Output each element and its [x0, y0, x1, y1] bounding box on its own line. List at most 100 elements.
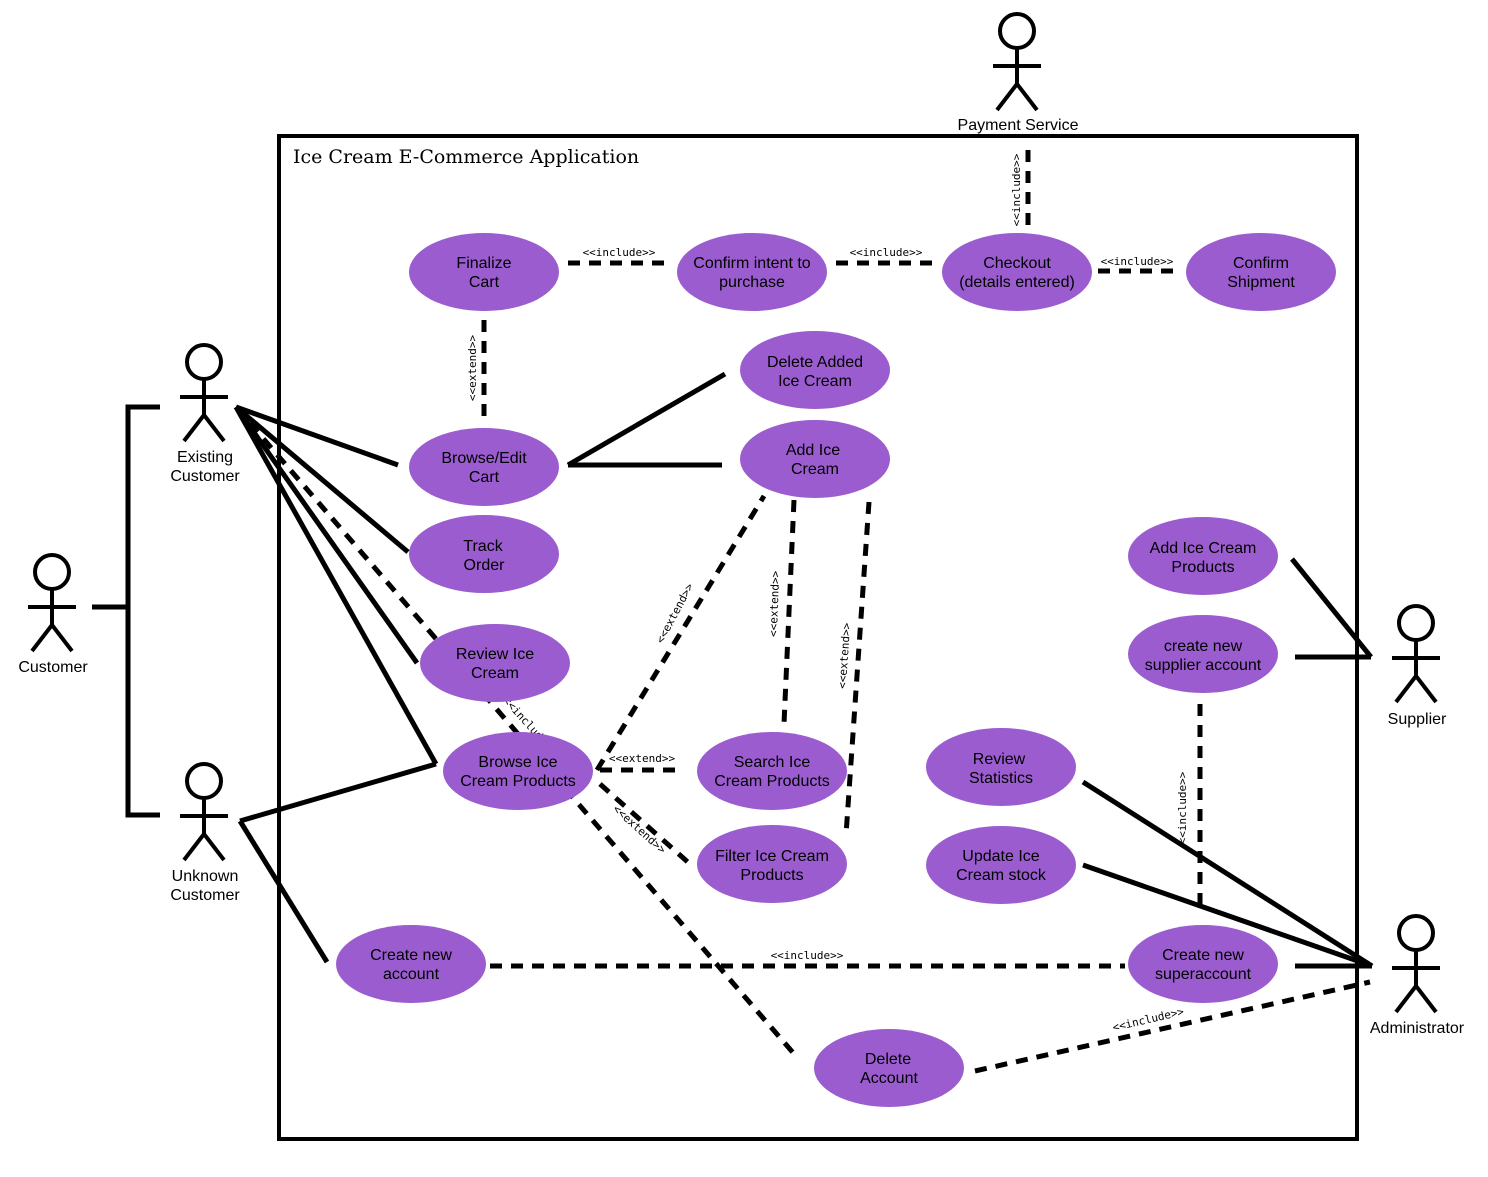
actor-label: Administrator [1370, 1020, 1465, 1037]
svg-text:superaccount: superaccount [1155, 966, 1252, 983]
svg-text:Add Ice Cream: Add Ice Cream [1150, 540, 1257, 557]
svg-text:Delete: Delete [865, 1051, 911, 1068]
unknown-to-browse-products [239, 761, 437, 824]
label-extend-cart-finalize: <<extend>> [466, 335, 479, 402]
svg-text:Products: Products [1171, 559, 1234, 576]
label-include-confirm-checkout: <<include>> [850, 246, 923, 259]
admin-to-update-stock [1082, 862, 1373, 969]
svg-text:Checkout: Checkout [983, 255, 1051, 272]
use-case-confirm-intent[interactable]: Confirm intent to purchase [677, 233, 827, 311]
label-extend-search-add: <<extend>> [767, 570, 782, 637]
actor-payment-service[interactable]: Payment Service [958, 12, 1079, 134]
svg-text:create new: create new [1164, 638, 1243, 655]
existing-to-browse-cart [235, 404, 399, 468]
use-case-finalize-cart[interactable]: Finalize Cart [409, 233, 559, 311]
use-case-add-ice-cream-products[interactable]: Add Ice Cream Products [1128, 517, 1278, 595]
use-case-add-ice-cream[interactable]: Add Ice Cream [740, 420, 890, 498]
svg-text:purchase: purchase [719, 274, 785, 291]
generalization-bracket [125, 404, 160, 818]
svg-text:Finalize: Finalize [456, 255, 511, 272]
use-case-review-statistics[interactable]: Review Statistics [926, 728, 1076, 806]
svg-text:Browse Ice: Browse Ice [478, 754, 557, 771]
svg-text:Account: Account [860, 1070, 918, 1087]
svg-text:Products: Products [740, 867, 803, 884]
actor-label: Existing [177, 449, 233, 466]
svg-text:Confirm: Confirm [1233, 255, 1289, 272]
svg-text:Order: Order [464, 557, 506, 574]
stick-figure-icon [180, 762, 228, 862]
actor-unknown-customer[interactable]: Unknown Customer [170, 762, 240, 904]
svg-text:(details entered): (details entered) [959, 274, 1075, 291]
svg-text:account: account [383, 966, 440, 983]
stick-figure-icon [993, 12, 1041, 112]
actor-label: Customer [170, 468, 240, 485]
svg-text:Add Ice: Add Ice [786, 442, 840, 459]
svg-text:Delete Added: Delete Added [767, 354, 863, 371]
use-case-search-ice-cream-products[interactable]: Search Ice Cream Products [697, 732, 847, 810]
actor-existing-customer[interactable]: Existing Customer [170, 343, 240, 485]
cart-to-delete-added [566, 371, 727, 468]
use-case-track-order[interactable]: Track Order [409, 515, 559, 593]
actor-customer[interactable]: Customer [18, 553, 88, 676]
use-case-update-ice-cream-stock[interactable]: Update Ice Cream stock [926, 826, 1076, 904]
svg-text:Update Ice: Update Ice [962, 848, 1039, 865]
actor-label: Customer [170, 887, 240, 904]
actor-label: Customer [18, 659, 88, 676]
actor-label: Unknown [172, 868, 239, 885]
supplier-to-add-products [1290, 557, 1373, 659]
filter-to-add-ice-cream [843, 501, 872, 836]
unknown-to-create-account [237, 819, 330, 964]
actor-supplier[interactable]: Supplier [1388, 604, 1447, 728]
actor-label: Supplier [1388, 711, 1447, 728]
svg-text:Create new: Create new [370, 947, 452, 964]
use-case-create-supplier-account[interactable]: create new supplier account [1128, 615, 1278, 693]
use-case-create-new-account[interactable]: Create new account [336, 925, 486, 1003]
stick-figure-icon [1392, 604, 1440, 704]
svg-text:Statistics: Statistics [969, 770, 1033, 787]
svg-text:Ice Cream: Ice Cream [778, 373, 852, 390]
system-title: Ice Cream E-Commerce Application [293, 146, 639, 168]
svg-text:Cart: Cart [469, 469, 500, 486]
browse-to-filter [598, 782, 692, 866]
delete-account-to-admin [974, 979, 1371, 1074]
svg-text:Cream: Cream [791, 461, 839, 478]
use-case-review-ice-cream[interactable]: Review Ice Cream [420, 624, 570, 702]
svg-text:supplier account: supplier account [1145, 657, 1262, 674]
label-extend-browse-filter: <<extend>> [610, 802, 668, 856]
svg-text:Cart: Cart [469, 274, 500, 291]
svg-text:Cream stock: Cream stock [956, 867, 1047, 884]
label-include-finalize-confirm: <<include>> [583, 246, 656, 259]
stick-figure-icon [180, 343, 228, 443]
use-case-browse-edit-cart[interactable]: Browse/Edit Cart [409, 428, 559, 506]
existing-to-review [233, 405, 420, 665]
connections [92, 150, 1374, 1074]
stick-figure-icon [1392, 914, 1440, 1014]
use-case-confirm-shipment[interactable]: Confirm Shipment [1186, 233, 1336, 311]
svg-text:Browse/Edit: Browse/Edit [441, 450, 527, 467]
use-case-browse-ice-cream-products[interactable]: Browse Ice Cream Products [443, 732, 593, 810]
actor-label: Payment Service [958, 117, 1079, 134]
use-case-filter-ice-cream-products[interactable]: Filter Ice Cream Products [697, 825, 847, 903]
svg-text:Cream Products: Cream Products [460, 773, 576, 790]
search-to-add-ice-cream [781, 499, 797, 725]
use-case-delete-account[interactable]: Delete Account [814, 1029, 964, 1107]
svg-text:Search Ice: Search Ice [734, 754, 811, 771]
admin-to-review-statistics [1081, 779, 1374, 969]
svg-text:Cream Products: Cream Products [714, 773, 830, 790]
label-extend-browse-search: <<extend>> [609, 752, 676, 765]
use-case-create-superaccount[interactable]: Create new superaccount [1128, 925, 1278, 1003]
label-include-account-superaccount: <<include>> [771, 949, 844, 962]
actor-administrator[interactable]: Administrator [1370, 914, 1465, 1037]
svg-text:Filter Ice Cream: Filter Ice Cream [715, 848, 829, 865]
svg-text:Review Ice: Review Ice [456, 646, 534, 663]
use-case-delete-added-ice-cream[interactable]: Delete Added Ice Cream [740, 331, 890, 409]
svg-text:Review: Review [973, 751, 1026, 768]
svg-text:Shipment: Shipment [1227, 274, 1295, 291]
existing-to-browse-products [233, 405, 439, 766]
stick-figure-icon [28, 553, 76, 653]
label-include-superaccount-supplier: <<include>> [1176, 771, 1189, 844]
existing-to-delete-account [234, 405, 797, 1057]
use-case-checkout[interactable]: Checkout (details entered) [942, 233, 1092, 311]
label-include-checkout-shipment: <<include>> [1101, 255, 1174, 268]
